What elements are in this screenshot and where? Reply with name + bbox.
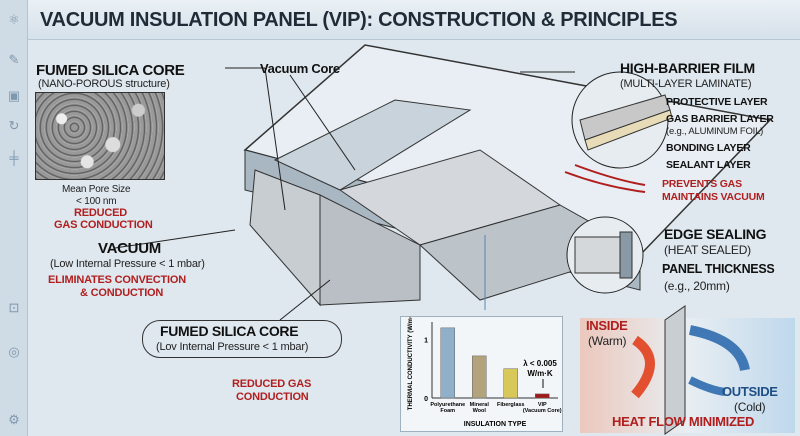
x-tick-label-2: Wool bbox=[473, 408, 487, 414]
bar bbox=[503, 368, 518, 399]
core-bottom-sub: (Lov Internal Pressure < 1 mbar) bbox=[156, 341, 309, 353]
leader-line bbox=[114, 229, 236, 249]
red-arrow bbox=[574, 164, 646, 186]
core-bottom-heading: FUMED SILICA CORE bbox=[160, 323, 299, 339]
layer-sealant: SEALANT LAYER bbox=[666, 159, 751, 171]
bar bbox=[440, 327, 455, 399]
core-bottom-effect: REDUCED GAS bbox=[232, 378, 312, 390]
y-tick-label: 0 bbox=[424, 396, 428, 403]
core-effect-2: GAS CONDUCTION bbox=[54, 219, 153, 231]
x-tick-label: Fiberglass bbox=[497, 402, 525, 408]
cutaway-wall bbox=[273, 99, 472, 191]
film-heading: HIGH-BARRIER FILM bbox=[620, 60, 755, 76]
sem-micrograph bbox=[35, 92, 165, 180]
sidebar: ⚛ ✎ ▣ ↻ ╪ ⊡ ◎ ⚙ bbox=[0, 0, 28, 436]
film-layer-shape bbox=[584, 109, 673, 151]
leader-line bbox=[289, 74, 356, 171]
layer-bonding: BONDING LAYER bbox=[666, 142, 751, 154]
x-tick-label: Polyurethane bbox=[430, 402, 465, 408]
core-top-sub: (NANO-POROUS structure) bbox=[38, 78, 170, 90]
bar bbox=[535, 393, 550, 399]
cold-arrow bbox=[688, 325, 750, 372]
layer-gas-barrier: GAS BARRIER LAYER bbox=[666, 113, 774, 125]
edge-heading: EDGE SEALING bbox=[664, 226, 767, 242]
leader-line bbox=[264, 67, 286, 211]
film-sub: (MULTI-LAYER LAMINATE) bbox=[620, 78, 752, 90]
x-tick-label-2: (Vacuum Core) bbox=[523, 408, 562, 414]
core-bottom-outline bbox=[142, 320, 342, 358]
outside-sub: (Cold) bbox=[734, 400, 766, 414]
warm-arrow bbox=[631, 335, 655, 399]
inside-label: INSIDE bbox=[586, 318, 628, 333]
thickness-heading: PANEL THICKNESS bbox=[662, 262, 775, 276]
vip-annotation: λ < 0.005 bbox=[523, 359, 557, 368]
outside-label: OUTSIDE bbox=[722, 384, 778, 399]
page-title: VACUUM INSULATION PANEL (VIP): CONSTRUCT… bbox=[40, 9, 678, 31]
vacuum-core-label: Vacuum Core bbox=[260, 61, 340, 76]
chip-icon[interactable]: ▣ bbox=[7, 88, 21, 103]
component-icon[interactable]: ╪ bbox=[9, 150, 19, 165]
bar bbox=[472, 355, 487, 399]
thickness-sub: (e.g., 20mm) bbox=[664, 279, 730, 293]
inside-sub: (Warm) bbox=[588, 334, 627, 348]
vacuum-effect-2: & CONDUCTION bbox=[80, 287, 164, 299]
core-bottom-effect-2: CONDUCTION bbox=[236, 391, 309, 403]
atom-icon[interactable]: ⚛ bbox=[8, 12, 20, 27]
x-tick-label-2: Foam bbox=[440, 408, 455, 414]
fingerprint-icon[interactable]: ◎ bbox=[8, 344, 20, 359]
x-axis-label: INSULATION TYPE bbox=[464, 421, 527, 428]
film-effect-2: MAINTAINS VACUUM bbox=[662, 191, 765, 203]
layer-gas-barrier-note: (e.g., ALUMINUM FOIL) bbox=[666, 126, 764, 137]
edit-icon[interactable]: ✎ bbox=[8, 52, 20, 67]
vacuum-heading: VACUUM bbox=[98, 240, 161, 257]
film-effect: PREVENTS GAS bbox=[662, 178, 742, 190]
vacuum-sub: (Low Internal Pressure < 1 mbar) bbox=[50, 258, 205, 270]
core-front bbox=[319, 194, 421, 306]
layer-protective: PROTECTIVE LAYER bbox=[666, 96, 768, 108]
lock-icon[interactable]: ⊡ bbox=[8, 300, 20, 315]
core-effect: REDUCED bbox=[74, 207, 127, 219]
heat-flow-background bbox=[580, 318, 795, 433]
cold-arrow bbox=[688, 376, 726, 396]
x-tick-label: VIP bbox=[538, 402, 547, 408]
title-bar bbox=[28, 0, 800, 40]
heat-caption: HEAT FLOW MINIMIZED bbox=[612, 414, 755, 429]
wall-section bbox=[664, 305, 686, 435]
pore-size-value: < 100 nm bbox=[76, 196, 117, 207]
y-axis-label: THERMAL CONDUCTIVITY (W/m·K) bbox=[408, 316, 414, 410]
edge-seal-shape bbox=[619, 231, 633, 279]
x-tick-label: Mineral bbox=[470, 402, 490, 408]
edge-sub: (HEAT SEALED) bbox=[664, 243, 751, 257]
leader-line bbox=[279, 279, 331, 321]
red-arrow bbox=[564, 171, 646, 193]
vip-annotation-unit: W/m·K bbox=[527, 369, 553, 378]
refresh-icon[interactable]: ↻ bbox=[8, 118, 20, 133]
gear-icon[interactable]: ⚙ bbox=[8, 412, 20, 427]
pore-size-label: Mean Pore Size bbox=[62, 184, 131, 195]
edge-core-shape bbox=[574, 236, 626, 274]
y-tick-label: 1 bbox=[424, 338, 428, 345]
vacuum-effect: ELIMINATES CONVECTION bbox=[48, 274, 186, 286]
core-top-heading: FUMED SILICA CORE bbox=[36, 62, 185, 79]
